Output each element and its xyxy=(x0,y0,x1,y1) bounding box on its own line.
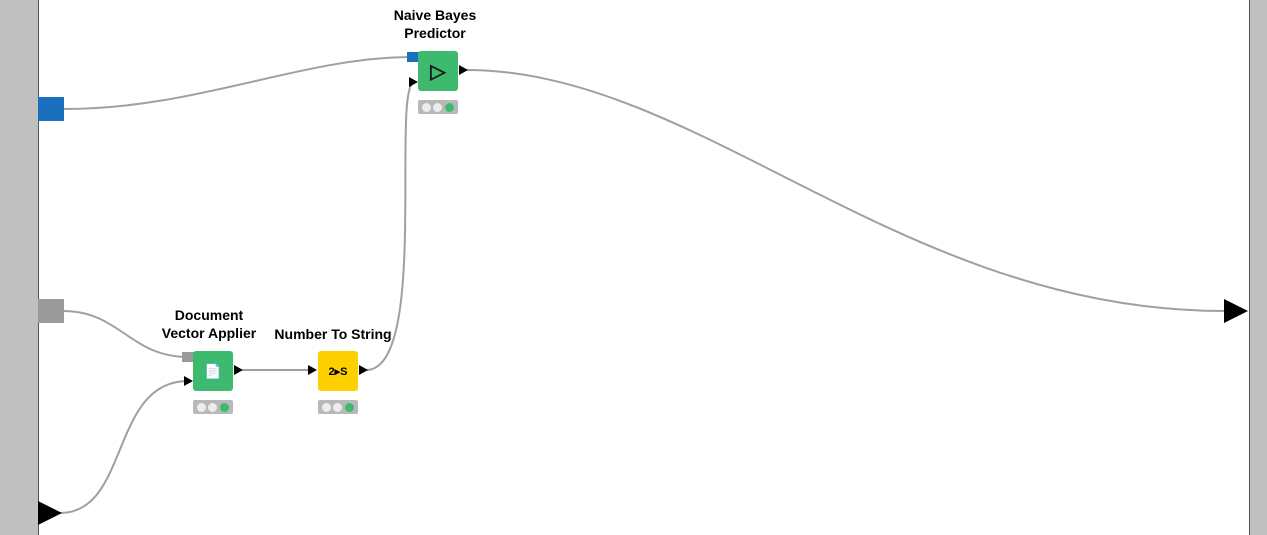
status-light-yellow xyxy=(433,102,443,112)
status-light-green xyxy=(344,402,354,412)
document-vector-applier-node[interactable]: 📄 xyxy=(193,351,233,391)
wire-table-in-to-vector-applier[interactable] xyxy=(59,380,189,514)
wire-doc-in-to-vector-applier[interactable] xyxy=(62,310,189,358)
number-to-string-status-traffic-light xyxy=(318,400,358,414)
naive-bayes-model-in-port[interactable] xyxy=(407,52,419,62)
wire-predictor-to-output[interactable] xyxy=(465,69,1226,312)
naive-bayes-table-in-port[interactable] xyxy=(409,77,418,87)
meta-out-table-port[interactable] xyxy=(1224,299,1248,323)
workflow-canvas[interactable] xyxy=(38,0,1250,535)
predictor-triangle-icon: ▷ xyxy=(430,60,446,83)
naive-bayes-label: Naive Bayes Predictor xyxy=(394,6,477,42)
status-light-green xyxy=(219,402,229,412)
status-light-red xyxy=(422,102,432,112)
doc-vector-label-line2: Vector Applier xyxy=(161,325,257,341)
number-to-string-node[interactable]: 2▸S xyxy=(318,351,358,391)
status-light-red xyxy=(197,402,207,412)
number-to-string-table-in-port[interactable] xyxy=(308,365,317,375)
meta-in-model-port[interactable] xyxy=(38,97,64,121)
naive-bayes-label-line1: Naive Bayes xyxy=(393,7,477,23)
status-light-yellow xyxy=(333,402,343,412)
doc-vector-model-in-port[interactable] xyxy=(182,352,194,362)
number-to-string-label-line1: Number To String xyxy=(274,326,392,342)
naive-bayes-table-out-port[interactable] xyxy=(459,65,468,75)
doc-vector-table-out-port[interactable] xyxy=(234,365,243,375)
naive-bayes-predictor-node[interactable]: ▷ xyxy=(418,51,458,91)
naive-bayes-status-traffic-light xyxy=(418,100,458,114)
meta-in-document-port[interactable] xyxy=(38,299,64,323)
meta-in-table-port[interactable] xyxy=(38,501,62,525)
doc-vector-label: Document Vector Applier xyxy=(162,306,256,342)
naive-bayes-label-line2: Predictor xyxy=(404,25,466,41)
doc-vector-status-traffic-light xyxy=(193,400,233,414)
status-light-green xyxy=(444,102,454,112)
document-vector-icon: 📄 xyxy=(204,362,222,379)
status-light-yellow xyxy=(208,402,218,412)
wire-model-to-predictor[interactable] xyxy=(62,56,414,110)
doc-vector-label-line1: Document xyxy=(174,307,244,323)
number-to-string-label: Number To String xyxy=(274,325,391,343)
wire-number-to-string-to-predictor[interactable] xyxy=(365,81,416,371)
status-light-red xyxy=(322,402,332,412)
number-to-string-table-out-port[interactable] xyxy=(359,365,368,375)
doc-vector-table-in-port[interactable] xyxy=(184,376,193,386)
number-to-string-icon: 2▸S xyxy=(328,365,348,378)
